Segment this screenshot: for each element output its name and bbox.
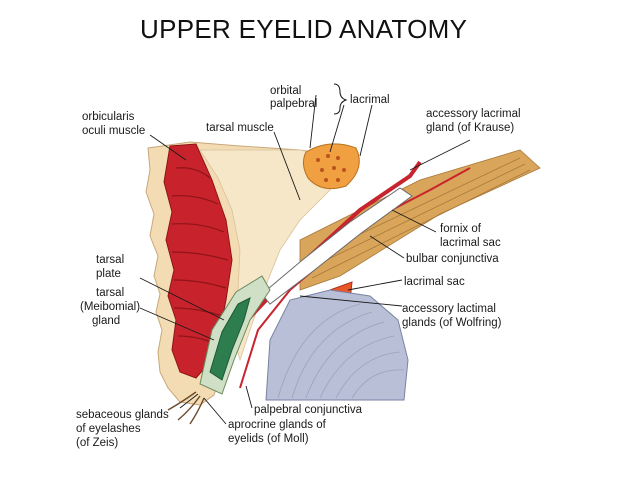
label-palpebral: palpebral	[270, 98, 317, 110]
lacrimal-gland-lobules	[316, 154, 346, 182]
eyelashes	[167, 391, 205, 425]
meibomian-gland	[209, 297, 251, 381]
label-tarsal-muscle: tarsal muscle	[206, 122, 274, 134]
label-moll-2: eyelids (of Moll)	[228, 433, 309, 445]
orbicularis-striations	[171, 167, 229, 345]
lacrimal-gland	[302, 143, 360, 190]
label-orbital: orbital	[270, 85, 301, 97]
label-lacrimal-sac: lacrimal sac	[404, 276, 465, 288]
label-wolfring-1: accessory lactimal	[402, 303, 496, 315]
label-meibomial-1: tarsal	[96, 287, 124, 299]
label-wolfring-2: glands (of Wolfring)	[402, 317, 502, 329]
label-zeis-1: sebaceous glands	[76, 409, 169, 421]
label-meibomial-3: gland	[92, 315, 120, 327]
label-meibomial-2: (Meibomial)	[80, 301, 140, 313]
label-tarsal-plate-1: tarsal	[96, 254, 124, 266]
brace	[333, 83, 348, 115]
label-zeis-3: (of Zeis)	[76, 437, 118, 449]
label-accessory-krause-2: gland (of Krause)	[426, 122, 514, 134]
conjunctiva-line-upper	[236, 160, 422, 332]
label-palpebral-conjunctiva: palpebral conjunctiva	[254, 404, 363, 416]
illustration	[145, 141, 541, 425]
label-bulbar-conjunctiva: bulbar conjunctiva	[406, 253, 499, 265]
label-zeis-2: of eyelashes	[76, 423, 141, 435]
label-lacrimal: lacrimal	[350, 94, 390, 106]
eyeball-fibers	[277, 303, 405, 399]
label-fornix-2: lacrimal sac	[440, 237, 501, 249]
slide-title: UPPER EYELID ANATOMY	[140, 14, 468, 44]
label-fornix-1: fornix of	[440, 223, 482, 235]
label-orbicularis-2: oculi muscle	[82, 125, 145, 137]
label-moll-1: aprocrine glands of	[228, 419, 327, 431]
label-tarsal-plate-2: plate	[96, 268, 121, 280]
leader-lines	[139, 94, 471, 425]
labels: orbital palpebral lacrimal accessory lac…	[76, 83, 521, 449]
eyeball	[265, 289, 409, 401]
label-orbicularis-1: orbicularis	[82, 111, 135, 123]
conjunctival-sac	[261, 187, 413, 305]
label-accessory-krause-1: accessory lacrimal	[426, 108, 521, 120]
levator-tendon	[299, 149, 541, 291]
